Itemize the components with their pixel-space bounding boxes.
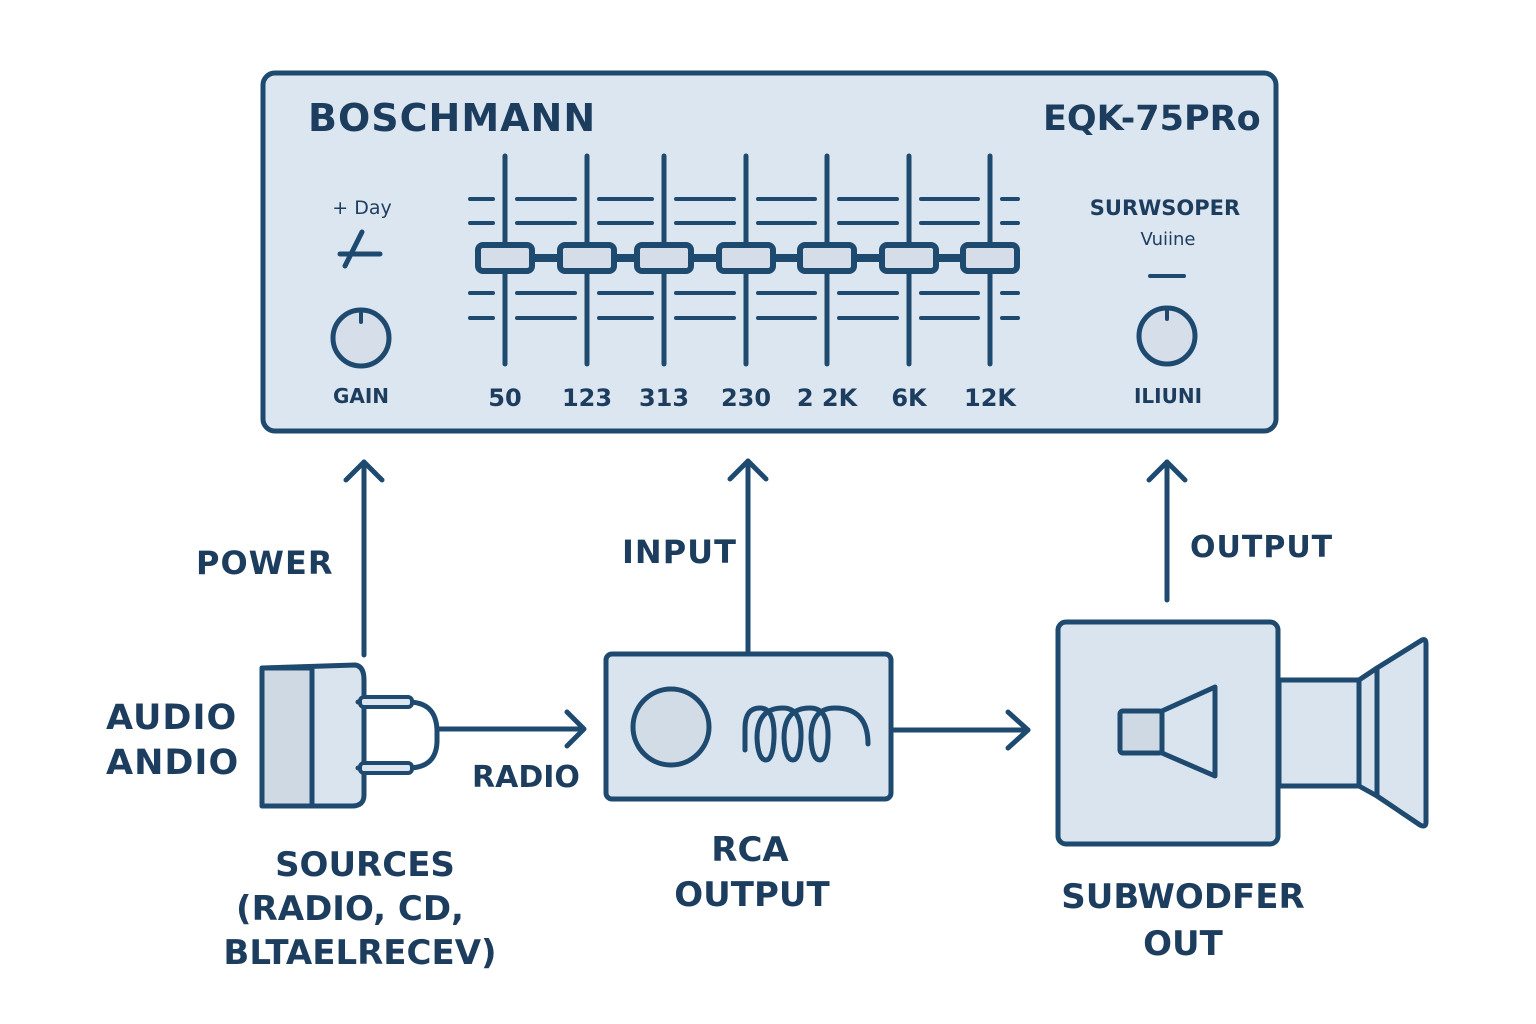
eq-slider-6[interactable]: 6K <box>879 153 939 412</box>
speaker-icon <box>1055 619 1429 847</box>
slider-frequency-label: 12K <box>964 384 1017 412</box>
slider-handle[interactable] <box>960 242 1020 274</box>
slider-frequency-label: 6K <box>891 384 928 412</box>
output-label: OUTPUT <box>1190 530 1333 565</box>
eq-slider-5[interactable]: 2 2K <box>797 153 859 412</box>
eq-slider-7[interactable]: 12K <box>960 153 1020 412</box>
slider-handle[interactable] <box>557 242 617 274</box>
rca-plug-icon <box>259 662 440 809</box>
subwoofer-knob-label: ILIUNI <box>1134 384 1202 408</box>
power-arrow <box>343 459 385 658</box>
subwoofer-caption-2: OUT <box>1143 924 1224 964</box>
slider-frequency-label: 313 <box>639 384 689 412</box>
slider-frequency-label: 123 <box>562 384 612 412</box>
gain-knob[interactable] <box>330 307 392 369</box>
slider-frequency-label: 230 <box>721 384 771 412</box>
gain-control: + Day GAIN <box>330 197 392 408</box>
sources-caption-2: (RADIO, CD, <box>236 889 464 929</box>
gain-label: GAIN <box>333 384 389 408</box>
radio-arrow <box>434 709 587 749</box>
eq-slider-4[interactable]: 230 <box>716 153 776 412</box>
eq-slider-1[interactable]: 50 <box>475 153 535 412</box>
sources-caption-3: BLTAELRECEV) <box>223 933 496 973</box>
sources-caption-1: SOURCES <box>275 845 455 885</box>
slider-frequency-label: 2 2K <box>797 384 859 412</box>
subwoofer-caption-1: SUBWODFER <box>1061 877 1304 917</box>
eq-slider-2[interactable]: 123 <box>557 153 617 412</box>
rca-caption-1: RCA <box>711 830 789 870</box>
subwoofer-title: SURWSOPER <box>1090 196 1240 220</box>
power-label: POWER <box>196 544 333 582</box>
subwoofer-subtitle: Vuiine <box>1141 229 1196 250</box>
input-arrow <box>727 458 769 656</box>
slider-handle[interactable] <box>797 242 857 274</box>
subwoofer-volume-control: SURWSOPER Vuiine ILIUNI <box>1090 196 1240 408</box>
eq-slider-bank: 50 123 313 230 2 2K 6K 12K <box>468 153 1020 412</box>
eq-slider-3[interactable]: 313 <box>634 153 694 412</box>
slider-handle[interactable] <box>475 242 535 274</box>
model-label: EQK-75PRo <box>1043 99 1261 139</box>
output-arrow <box>1146 459 1188 603</box>
sources-side-label-2: ANDIO <box>106 743 239 783</box>
slider-handle[interactable] <box>716 242 776 274</box>
sources-side-label-1: AUDIO <box>106 698 237 738</box>
equalizer-panel: BOSCHMANN EQK-75PRo + Day GAIN 50 123 313 2… <box>260 70 1279 434</box>
slider-handle[interactable] <box>879 242 939 274</box>
slider-frequency-label: 50 <box>488 384 521 412</box>
input-label: INPUT <box>622 533 737 571</box>
radio-label: RADIO <box>472 760 580 795</box>
brand-label: BOSCHMANN <box>308 96 596 140</box>
subwoofer-feed-arrow <box>890 709 1031 751</box>
rca-caption-2: OUTPUT <box>674 875 830 915</box>
airplane-icon <box>337 229 383 269</box>
slider-handle[interactable] <box>634 242 694 274</box>
rca-box-icon <box>603 651 894 802</box>
subwoofer-volume-knob[interactable] <box>1136 305 1198 367</box>
gain-caption: + Day <box>332 197 391 219</box>
